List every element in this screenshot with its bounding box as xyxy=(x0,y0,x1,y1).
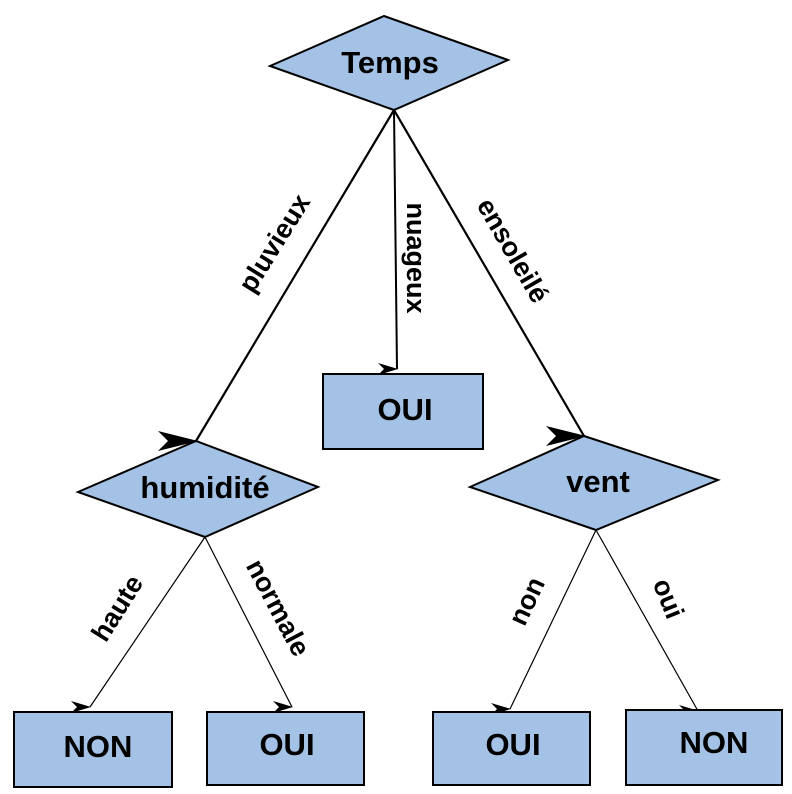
leaf-nuageux-box xyxy=(322,373,484,450)
edge-label-ensoleille: ensoleilé xyxy=(471,193,555,308)
edge-non xyxy=(491,529,597,715)
edge-ensoleille xyxy=(393,109,586,446)
leaf-non-box xyxy=(432,711,591,786)
edge-label-nuageux: nuageux xyxy=(401,202,431,313)
edge-oui xyxy=(595,529,699,717)
humidite-label: humidité xyxy=(140,470,269,505)
leaf-haute-box xyxy=(13,711,173,788)
leaf-oui-label: NON xyxy=(680,725,749,760)
leaf-non-label: OUI xyxy=(485,727,540,762)
leaf-normale-box xyxy=(206,711,365,786)
leaf-normale-label: OUI xyxy=(259,727,314,762)
vent-decision-node xyxy=(467,434,721,532)
edge-label-pluvieux: pluvieux xyxy=(233,189,316,298)
humidite-decision-node xyxy=(75,439,321,539)
root-label: Temps xyxy=(341,45,439,80)
edge-normale xyxy=(204,536,293,713)
edge-haute xyxy=(71,536,206,713)
leaf-oui-box xyxy=(625,709,783,786)
edge-label-haute: haute xyxy=(86,570,150,647)
leaf-nuageux-label: OUI xyxy=(377,392,432,427)
edge-nuageux xyxy=(378,109,398,375)
edge-pluvieux xyxy=(158,109,395,451)
edge-label-normale: normale xyxy=(240,554,316,661)
edge-label-oui: oui xyxy=(647,574,690,623)
edge-label-non: non xyxy=(503,572,551,630)
leaf-haute-label: NON xyxy=(64,729,133,764)
vent-label: vent xyxy=(566,464,630,499)
root-decision-node xyxy=(267,14,511,112)
